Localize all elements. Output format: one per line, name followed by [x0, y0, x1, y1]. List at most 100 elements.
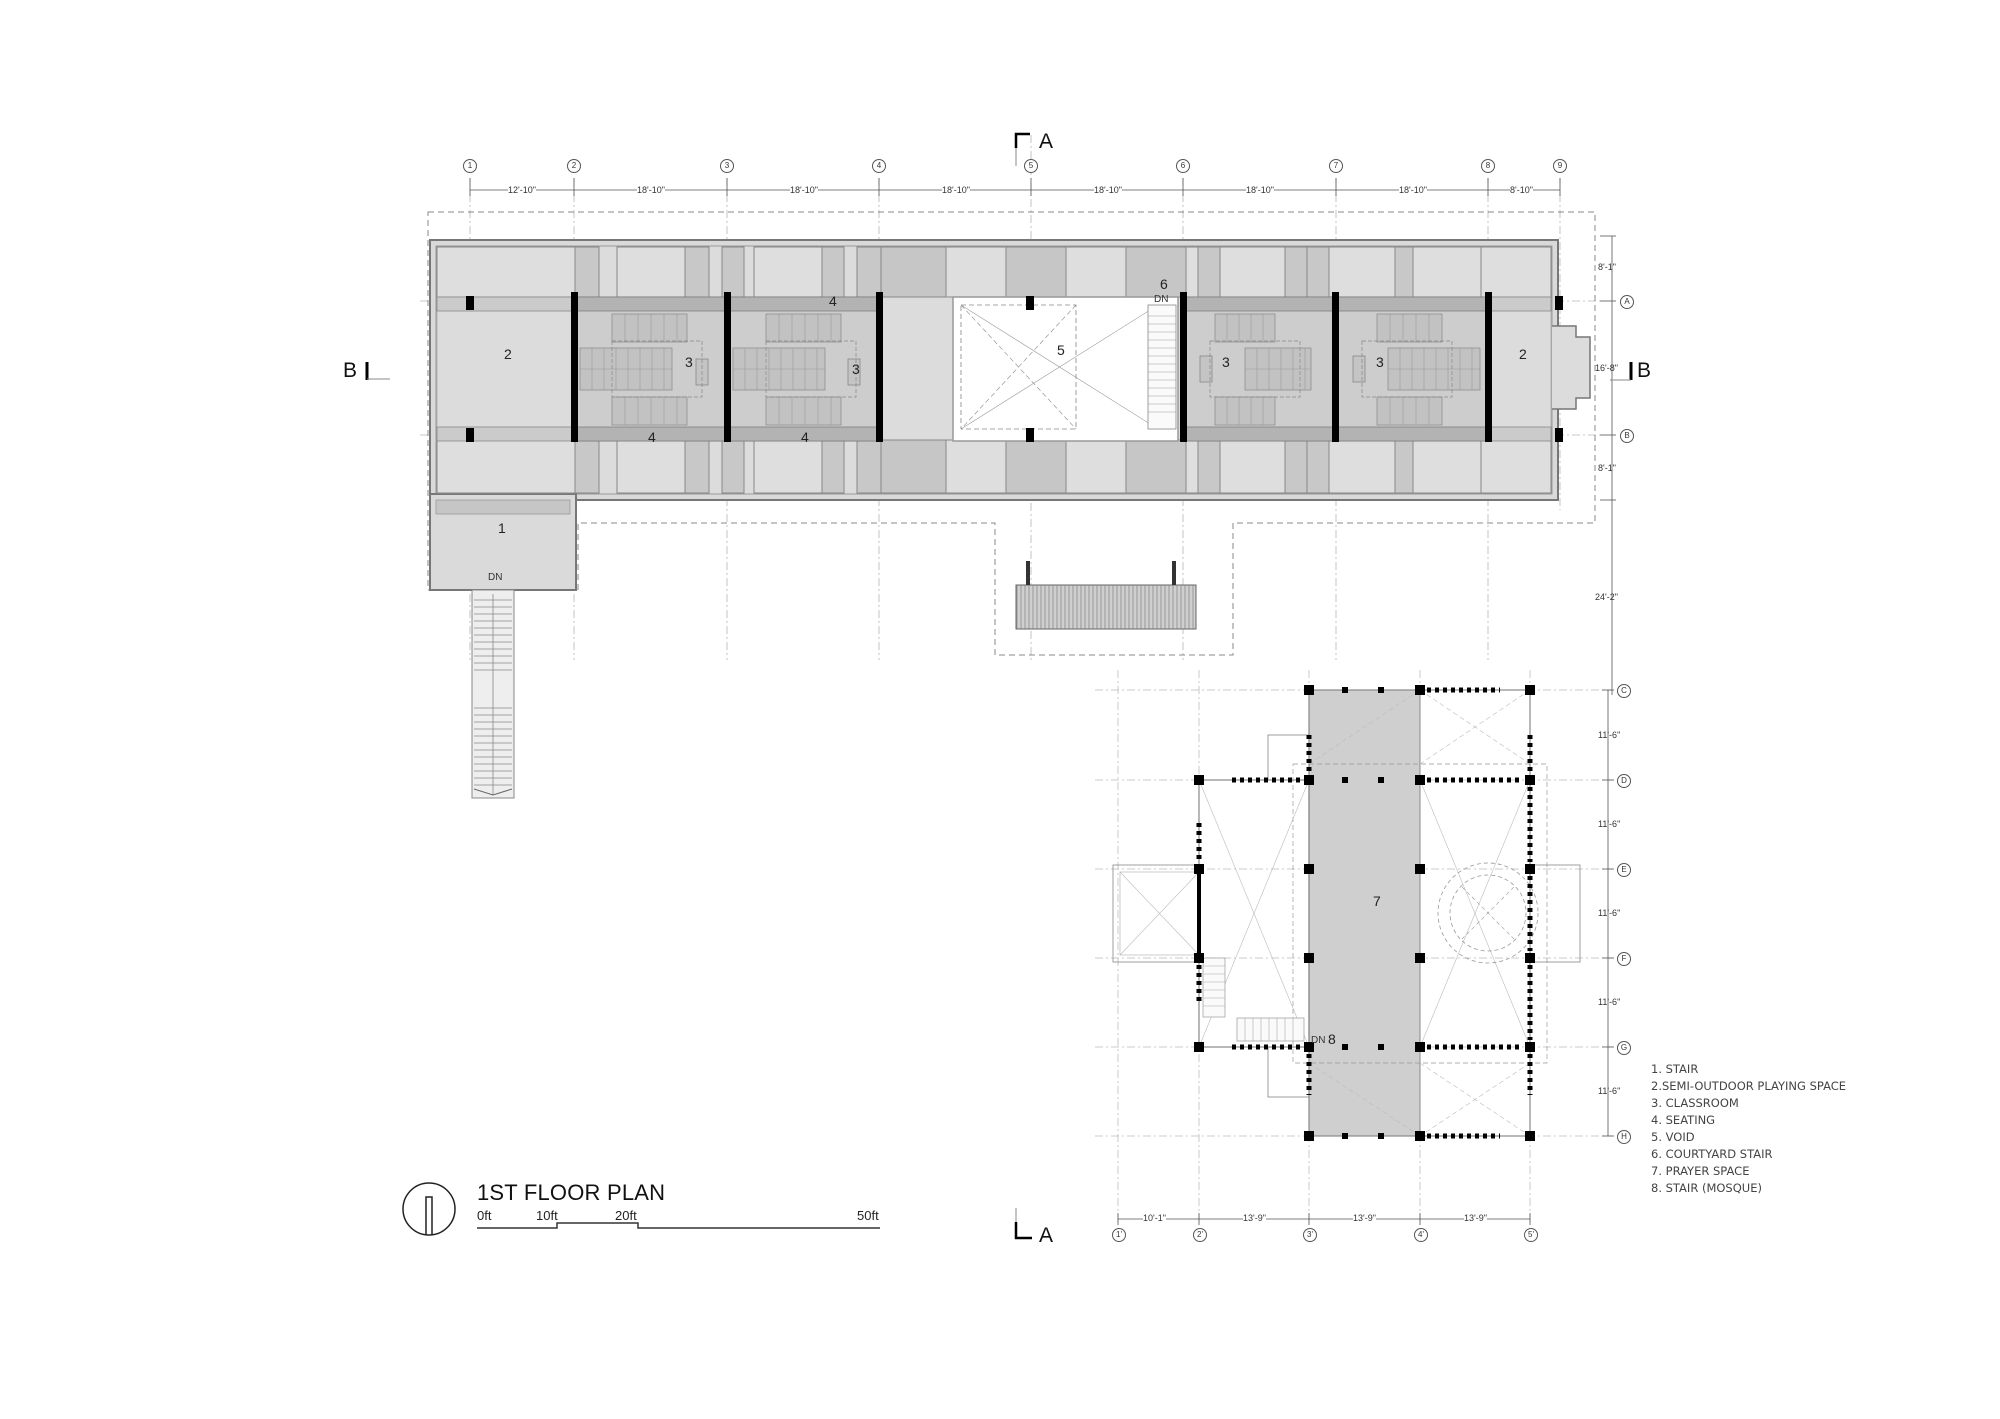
grid-bubble-c: C — [1617, 684, 1631, 698]
room-tag-mosque-stair: 8 — [1328, 1031, 1336, 1047]
dim-8-9: 8'-10" — [1510, 185, 1533, 195]
section-markers — [365, 132, 1633, 1240]
scale-label-0: 0ft — [477, 1208, 492, 1223]
play-space-left — [436, 296, 576, 441]
grid-bubble-g: G — [1617, 1041, 1631, 1055]
section-a-bottom: A — [1039, 1224, 1054, 1247]
mosque-block — [1095, 670, 1614, 1225]
grid-bubble-1p: 1' — [1112, 1228, 1126, 1242]
room-tag-courtyard-stair: 6 — [1160, 276, 1168, 292]
dim-d-e: 11'-6" — [1598, 819, 1621, 829]
dim-4-5: 18'-10" — [942, 185, 970, 195]
dim-c-d: 11'-6" — [1598, 730, 1621, 740]
grid-bubble-7: 7 — [1329, 159, 1343, 173]
legend-item: 2.SEMI-OUTDOOR PLAYING SPACE — [1651, 1079, 1847, 1093]
grid-bubble-5: 5 — [1024, 159, 1038, 173]
dim-row-bottom: 8'-1" — [1598, 463, 1616, 473]
grid-bubble-9: 9 — [1553, 159, 1567, 173]
legend-item: 4. SEATING — [1651, 1113, 1716, 1127]
dim-g-h: 11'-6" — [1598, 1086, 1621, 1096]
grid-bubble-4p: 4' — [1414, 1228, 1428, 1242]
north-arrow-icon — [402, 1182, 456, 1236]
grid-bubble-h: H — [1617, 1130, 1631, 1144]
grid-bubble-b: B — [1620, 429, 1634, 443]
school-block — [420, 135, 1616, 799]
grid-bubble-2: 2 — [567, 159, 581, 173]
room-tag-class-2: 3 — [852, 361, 860, 377]
dim-3p-4p: 13'-9" — [1353, 1213, 1376, 1223]
classrooms — [574, 296, 1489, 442]
grid-bubble-8: 8 — [1481, 159, 1495, 173]
grid-bubble-a: A — [1620, 295, 1634, 309]
grid-bubble-5p: 5' — [1524, 1228, 1538, 1242]
room-tag-class-1: 3 — [685, 354, 693, 370]
section-b-left: B — [343, 359, 358, 382]
school-right-dimension — [1600, 235, 1616, 695]
mosque-columns — [1194, 685, 1535, 1141]
void-5 — [952, 296, 1179, 442]
legend-item: 7. PRAYER SPACE — [1651, 1164, 1750, 1178]
room-tag-play-right: 2 — [1519, 346, 1527, 362]
scale-label-20: 20ft — [615, 1208, 637, 1223]
dim-5-6: 18'-10" — [1094, 185, 1122, 195]
room-tag-class-4: 3 — [1376, 354, 1384, 370]
prayer-space-7 — [1308, 689, 1421, 1137]
room-tag-seating-1: 4 — [829, 293, 837, 309]
room-tag-seating-3: 4 — [801, 429, 809, 445]
dim-f-g: 11'-6" — [1598, 997, 1621, 1007]
room-tag-void: 5 — [1057, 342, 1065, 358]
grid-bubble-2p: 2' — [1193, 1228, 1207, 1242]
grid-bubble-3p: 3' — [1303, 1228, 1317, 1242]
room-tag-class-3: 3 — [1222, 354, 1230, 370]
grid-bubble-4: 4 — [872, 159, 886, 173]
dim-4p-5p: 13'-9" — [1464, 1213, 1487, 1223]
legend-item: 5. VOID — [1651, 1130, 1695, 1144]
dim-7-8: 18'-10" — [1399, 185, 1427, 195]
entrance-bench — [1015, 561, 1197, 630]
dim-3-4: 18'-10" — [790, 185, 818, 195]
grid-bubble-1: 1 — [463, 159, 477, 173]
play-space-right — [1487, 296, 1552, 441]
room-legend: 1. STAIR 2.SEMI-OUTDOOR PLAYING SPACE 3.… — [1651, 1061, 1846, 1197]
stair-1-run — [471, 589, 515, 799]
dim-row-top: 8'-1" — [1598, 262, 1616, 272]
room-tag-mosque-stair-dn: DN — [1311, 1035, 1326, 1046]
legend-item: 8. STAIR (MOSQUE) — [1651, 1181, 1762, 1195]
room-tag-seating-2: 4 — [648, 429, 656, 445]
grid-bubble-e: E — [1617, 863, 1631, 877]
jali-screens — [1196, 687, 1533, 1139]
grid-bubble-f: F — [1617, 952, 1631, 966]
title-block — [402, 1182, 880, 1236]
room-tag-stair-dn: DN — [488, 572, 503, 583]
section-b-right: B — [1637, 359, 1652, 382]
school-walls — [466, 292, 1563, 442]
room-tag-play-left: 2 — [504, 346, 512, 362]
dim-2p-3p: 13'-9" — [1243, 1213, 1266, 1223]
room-tag-courtyard-stair-dn: DN — [1154, 294, 1169, 305]
scale-bar — [477, 1222, 880, 1229]
grid-bubble-6: 6 — [1176, 159, 1190, 173]
dim-1p-2p: 10'-1" — [1143, 1213, 1166, 1223]
mosque-stair-8 — [1202, 957, 1305, 1042]
legend-item: 1. STAIR — [1651, 1062, 1699, 1076]
courtyard-stair-6 — [1147, 304, 1177, 430]
grid-bubble-3: 3 — [720, 159, 734, 173]
dim-1-2: 12'-10" — [508, 185, 536, 195]
scale-label-50: 50ft — [857, 1208, 879, 1223]
dim-row-ab: 16'-8" — [1595, 363, 1618, 373]
legend-item: 6. COURTYARD STAIR — [1651, 1147, 1773, 1161]
grid-bubble-d: D — [1617, 774, 1631, 788]
legend-item: 3. CLASSROOM — [1651, 1096, 1739, 1110]
mosque-dimensions — [1117, 689, 1614, 1225]
drawing-title: 1ST FLOOR PLAN — [477, 1180, 666, 1205]
room-tag-stair: 1 — [498, 520, 506, 536]
dim-row-gap: 24'-2" — [1595, 592, 1618, 602]
school-top-dimension — [469, 178, 1561, 196]
room-tag-prayer: 7 — [1373, 893, 1381, 909]
scale-label-10: 10ft — [536, 1208, 558, 1223]
section-a-top: A — [1039, 130, 1054, 153]
dim-e-f: 11'-6" — [1598, 908, 1621, 918]
dim-6-7: 18'-10" — [1246, 185, 1274, 195]
